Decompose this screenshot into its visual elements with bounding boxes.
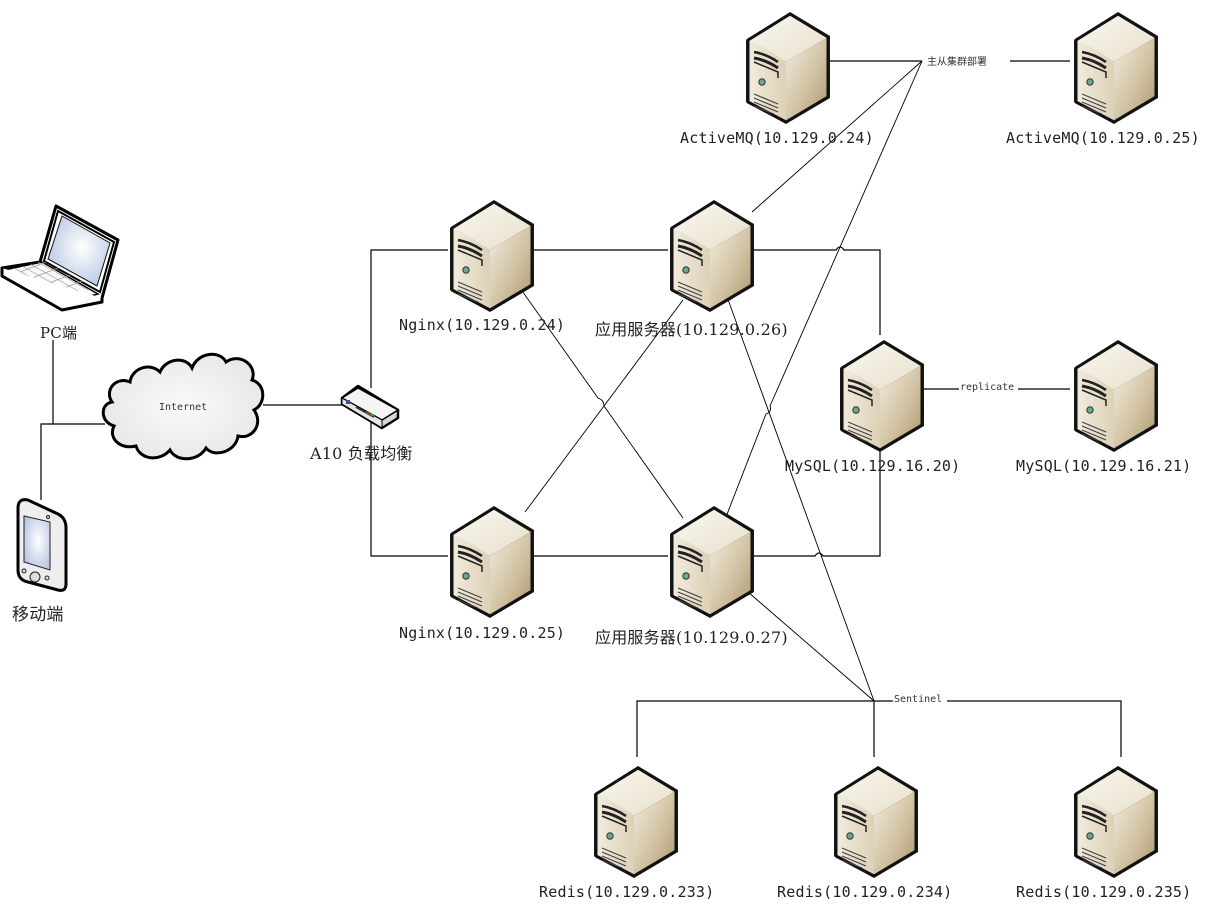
server-redis-3 bbox=[1072, 764, 1160, 880]
server-mysql-1 bbox=[838, 338, 926, 454]
server-nginx-2 bbox=[448, 504, 536, 620]
nginx-2-label: Nginx(10.129.0.25) bbox=[399, 624, 566, 642]
redis-2-label: Redis(10.129.0.234) bbox=[777, 883, 953, 901]
redis-1-label: Redis(10.129.0.233) bbox=[539, 883, 715, 901]
edge-app1-activemq bbox=[751, 60, 923, 213]
edge-app1-redis bbox=[725, 293, 875, 702]
connections bbox=[40, 60, 1122, 757]
edge-a10-nginx2 bbox=[370, 422, 448, 557]
mysql-2-label: MySQL(10.129.16.21) bbox=[1016, 457, 1192, 475]
activemq-2-label: ActiveMQ(10.129.0.25) bbox=[1006, 129, 1200, 147]
load-balancer-icon bbox=[340, 384, 400, 430]
mobile-client-label: 移动端 bbox=[12, 605, 64, 625]
server-activemq-2 bbox=[1072, 10, 1160, 126]
edge-app2-redis bbox=[747, 591, 875, 702]
edge-a10-nginx1 bbox=[370, 249, 448, 388]
server-app-1 bbox=[668, 198, 756, 314]
nginx-1-label: Nginx(10.129.0.24) bbox=[399, 316, 566, 334]
edge-nginx2-app1 bbox=[524, 299, 684, 513]
server-mysql-2 bbox=[1072, 338, 1160, 454]
internet-label: Internet bbox=[159, 402, 208, 413]
redis-sentinel-label: Sentinel bbox=[893, 694, 944, 705]
app-server-1-label: 应用服务器(10.129.0.26) bbox=[595, 320, 788, 339]
load-balancer-label: A10 负载均衡 bbox=[310, 444, 413, 463]
laptop-icon bbox=[0, 204, 120, 312]
activemq-1-label: ActiveMQ(10.129.0.24) bbox=[680, 129, 874, 147]
activemq-cluster-label: 主从集群部署 bbox=[926, 53, 988, 68]
mysql-replicate-label: replicate bbox=[959, 382, 1016, 393]
edge-pc-internet bbox=[52, 340, 105, 425]
redis-3-label: Redis(10.129.0.235) bbox=[1016, 883, 1192, 901]
server-activemq-1 bbox=[744, 10, 832, 126]
edge-redis-sentinel bbox=[636, 700, 1122, 757]
server-redis-2 bbox=[832, 764, 920, 880]
cross-connections bbox=[519, 60, 923, 702]
pc-client-label: PC端 bbox=[40, 324, 78, 342]
edge-app2-mysql bbox=[752, 446, 881, 557]
mysql-1-label: MySQL(10.129.16.20) bbox=[785, 457, 961, 475]
server-nginx-1 bbox=[448, 198, 536, 314]
cloud-icon bbox=[101, 352, 265, 461]
app-server-2-label: 应用服务器(10.129.0.27) bbox=[595, 628, 788, 647]
edge-mobile-internet bbox=[40, 423, 53, 500]
mobile-device-icon bbox=[16, 498, 68, 592]
server-app-2 bbox=[668, 504, 756, 620]
edge-app2-activemq bbox=[709, 60, 923, 559]
server-redis-1 bbox=[592, 764, 680, 880]
